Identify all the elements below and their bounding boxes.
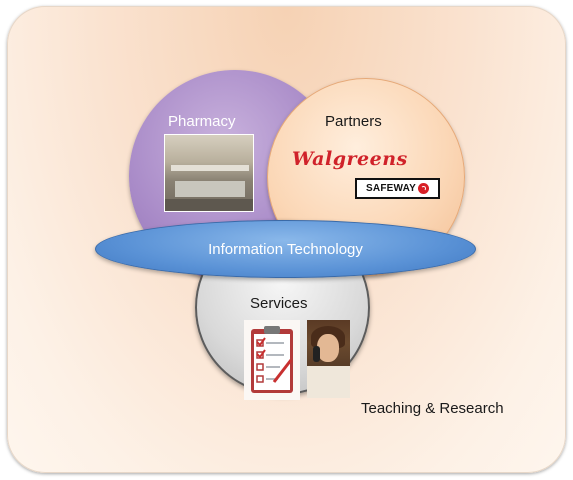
pharmacy-store-photo [164,134,254,212]
partners-label: Partners [325,113,382,130]
walgreens-logo: Walgreens [292,148,408,170]
checklist-clipboard-icon [244,320,300,400]
information-technology-label: Information Technology [208,240,363,258]
services-label: Services [250,295,308,312]
information-technology-ellipse: Information Technology [95,220,476,278]
pharmacy-label: Pharmacy [168,113,236,130]
person-on-phone-photo [307,320,350,398]
safeway-logo: SAFEWAY [355,178,440,199]
teaching-research-label: Teaching & Research [361,400,504,417]
safeway-logo-text: SAFEWAY [366,183,416,194]
safeway-s-icon [417,183,429,194]
